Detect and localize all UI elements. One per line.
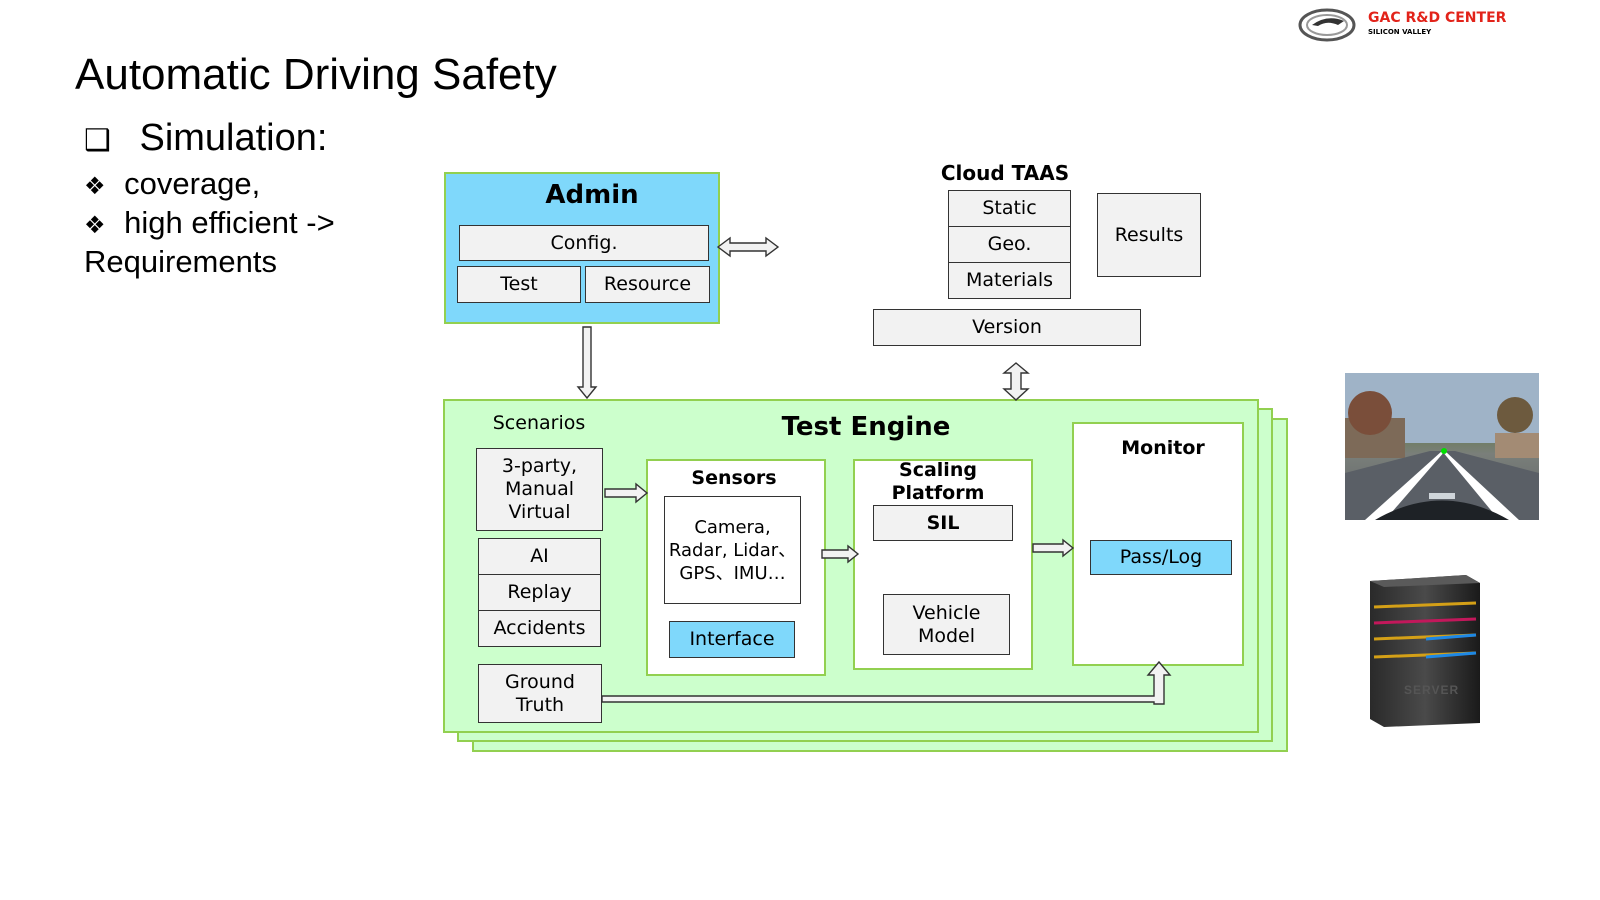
scenarios-sensors-arrow: [604, 482, 649, 504]
interface-box: Interface: [669, 621, 795, 658]
scenarios-label: Scenarios: [492, 412, 586, 434]
scenario-item-accidents: Accidents: [478, 610, 601, 647]
simulation-heading: ❑ Simulation:: [84, 117, 327, 160]
road-scene-icon: [1345, 373, 1539, 520]
bullet-diamond-icon: ❖: [84, 172, 106, 200]
sensors-scaling-arrow: [821, 544, 860, 564]
slide-title: Automatic Driving Safety: [75, 50, 557, 99]
cloud-item-geo: Geo.: [948, 226, 1071, 263]
server-label: SERVER: [1404, 683, 1460, 697]
pass-log-box: Pass/Log: [1090, 540, 1232, 575]
test-box: Test: [457, 266, 581, 303]
heading-bullet-icon: ❑: [84, 123, 111, 158]
bullet-diamond-icon: ❖: [84, 211, 106, 239]
server-tower-icon: [1370, 575, 1480, 727]
gac-logo: GAC R&D CENTER SILICON VALLEY: [1298, 6, 1553, 46]
bullet-coverage: ❖ coverage,: [84, 166, 260, 202]
bullet-text: coverage,: [124, 166, 261, 201]
sil-box: SIL: [873, 505, 1013, 541]
sensors-title: Sensors: [691, 467, 777, 489]
bullet-text: high efficient ->: [124, 205, 335, 240]
cloud-title: Cloud TAAS: [940, 161, 1070, 185]
admin-down-arrow: [576, 326, 598, 400]
results-box: Results: [1097, 193, 1201, 277]
logo-subtitle: SILICON VALLEY: [1368, 28, 1432, 36]
config-box: Config.: [459, 225, 709, 261]
ground-truth-monitor-arrow: [601, 660, 1172, 705]
bullet-efficient: ❖ high efficient ->: [84, 205, 335, 241]
monitor-title: Monitor: [1121, 437, 1205, 459]
resource-box: Resource: [585, 266, 710, 303]
gac-logo-icon: [1298, 8, 1356, 42]
cloud-item-static: Static: [948, 190, 1071, 227]
version-engine-double-arrow: [1002, 362, 1030, 401]
admin-title: Admin: [545, 180, 639, 210]
version-box: Version: [873, 309, 1141, 346]
admin-cloud-double-arrow: [716, 236, 780, 258]
engine-title: Test Engine: [781, 412, 951, 442]
heading-text: Simulation:: [139, 117, 328, 159]
scaling-monitor-arrow: [1032, 538, 1075, 558]
bullet-continuation: Requirements: [84, 244, 277, 279]
server-image: SERVER: [1366, 573, 1481, 728]
scenario-item-ai: AI: [478, 538, 601, 575]
scenario-sources-box: 3-party, Manual Virtual: [476, 448, 603, 531]
sensors-list-box: Camera, Radar, Lidar、GPS、IMU…: [664, 496, 801, 604]
logo-name: GAC R&D CENTER: [1368, 10, 1507, 26]
driving-scene-image: [1345, 373, 1539, 520]
scaling-title: Scaling Platform: [891, 459, 985, 504]
ground-truth-box: Ground Truth: [478, 664, 602, 723]
cloud-item-materials: Materials: [948, 262, 1071, 299]
vehicle-model-box: Vehicle Model: [883, 594, 1010, 655]
